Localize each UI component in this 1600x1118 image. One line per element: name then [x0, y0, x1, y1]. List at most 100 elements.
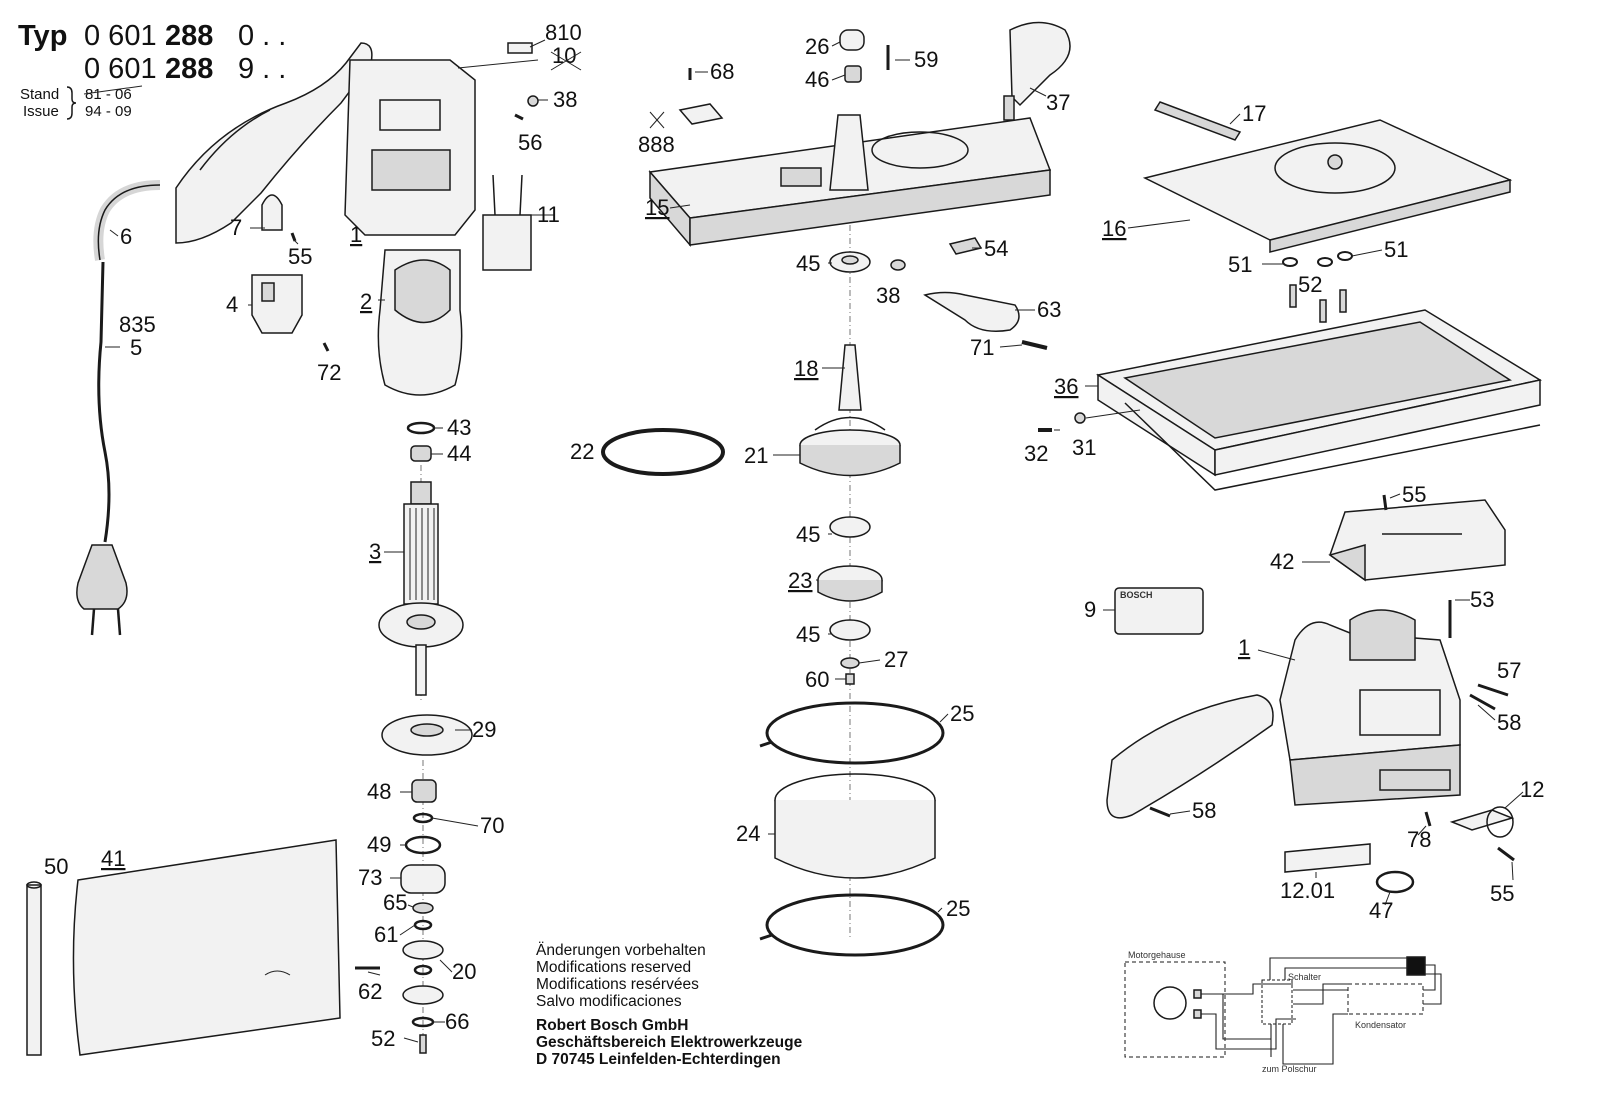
brace-symbol — [66, 86, 77, 120]
part-label: 45 — [796, 522, 820, 547]
superseded-mark — [550, 51, 582, 71]
sheet-41-mark — [264, 970, 291, 976]
washer-27 — [840, 657, 860, 669]
wiring-switch-label: Schalter — [1288, 972, 1321, 982]
plate-12-01 — [1284, 843, 1371, 873]
handle-ridge — [199, 109, 271, 171]
part-label: 835 — [119, 312, 156, 337]
part-label: 9 — [1084, 597, 1096, 622]
part-label: 44 — [447, 441, 471, 466]
issue-label: Issue — [23, 103, 59, 120]
part-label: 57 — [1497, 658, 1521, 683]
lever-63 — [923, 291, 1020, 332]
pad-plate-16 — [1142, 119, 1513, 241]
note-line-de: Änderungen vorbehalten — [536, 942, 706, 959]
capacitor-lead-1 — [492, 174, 496, 216]
part-label: 12.01 — [1280, 878, 1335, 903]
wiring-supply-label: zum Polschur — [1262, 1064, 1317, 1074]
knob-37-stem — [1003, 95, 1015, 121]
part-label: 10 — [552, 43, 576, 68]
brush-terminal-2 — [1193, 1009, 1202, 1019]
screw-58-right — [1469, 693, 1496, 711]
part-label: 54 — [984, 236, 1008, 261]
motor-housing-outline — [1124, 961, 1226, 1058]
part-label: 24 — [736, 821, 760, 846]
part-label: 27 — [884, 647, 908, 672]
type-number-2-suffix: 9 . . — [238, 53, 286, 85]
cap-26 — [839, 29, 865, 51]
part-label: 25 — [950, 701, 974, 726]
part-label: 51 — [1384, 237, 1408, 262]
ring-43 — [406, 421, 436, 435]
clamp-25-top-screw — [759, 740, 773, 748]
cable-clamp-7 — [261, 194, 283, 231]
part-48 — [411, 779, 437, 803]
part-label: 7 — [230, 215, 242, 240]
part-label: 47 — [1369, 898, 1393, 923]
type-number-1-suffix: 0 . . — [238, 20, 286, 52]
stator-core — [394, 259, 451, 324]
part-label: 55 — [288, 244, 312, 269]
part-label: 888 — [638, 132, 675, 157]
base-plate-front — [689, 169, 1051, 246]
part-label: 46 — [805, 67, 829, 92]
fitting-12-socket — [1486, 806, 1514, 838]
stand-strikethrough — [83, 85, 143, 95]
screw-52-a — [1289, 284, 1297, 308]
part-label: 43 — [447, 415, 471, 440]
part-label: 58 — [1497, 710, 1521, 735]
bearing-73 — [400, 864, 446, 894]
screw-55-small — [290, 232, 297, 242]
clamp-25-top — [765, 701, 945, 765]
part-label: 1 — [350, 222, 362, 247]
part-label: 4 — [226, 292, 238, 317]
part-label: 38 — [876, 283, 900, 308]
motor-housing — [344, 59, 476, 236]
part-label: 22 — [570, 439, 594, 464]
armature-core — [403, 503, 439, 605]
power-cord — [97, 261, 111, 543]
motor-column-drawings — [26, 42, 539, 1056]
armature-shaft — [415, 644, 427, 696]
part-label: 36 — [1054, 374, 1078, 399]
ring-47 — [1375, 870, 1415, 894]
part-label: 5 — [130, 335, 142, 360]
part-label: 2 — [360, 289, 372, 314]
housing-cavity — [379, 99, 441, 131]
lower-housing-1-window — [1359, 689, 1441, 736]
issue-value: 94 - 09 — [85, 103, 132, 120]
bearing-45-mid — [829, 516, 871, 538]
part-label: 1 — [1238, 635, 1250, 660]
bearing-45-top-bore — [841, 255, 859, 265]
armature-windings — [409, 508, 435, 600]
label-plate-9-text: BOSCH — [1120, 590, 1153, 600]
header-block: Typ 0 601 288 0 . . 0 601 288 9 . . Stan… — [18, 20, 286, 120]
pad-plate-16-ring — [1274, 142, 1396, 194]
part-label: 52 — [371, 1026, 395, 1051]
clamp-25-bottom-screw — [759, 933, 773, 941]
handle-half — [1106, 694, 1274, 819]
clip-31 — [1074, 412, 1086, 424]
wiring-motor-housing-label: Motorgehause — [1128, 950, 1186, 960]
sheet-41 — [72, 839, 341, 1056]
part-label: 20 — [452, 959, 476, 984]
notes-block: Änderungen vorbehalten Modifications res… — [536, 942, 803, 1068]
superseded-mark — [649, 111, 665, 129]
screw-57 — [1477, 683, 1509, 697]
sanding-pad-36-front — [1214, 379, 1541, 476]
part-label: 62 — [358, 979, 382, 1004]
knob-37 — [1009, 21, 1071, 107]
part-label: 65 — [383, 890, 407, 915]
sanding-pad-36-recess — [1123, 321, 1512, 439]
pad-plate-16-edge — [1269, 179, 1511, 253]
part-label: 25 — [946, 896, 970, 921]
rail-17 — [1153, 101, 1242, 141]
part-label: 18 — [794, 356, 818, 381]
washer-20 — [413, 964, 433, 976]
switch-slot — [261, 282, 275, 302]
part-label: 31 — [1072, 435, 1096, 460]
label-plate-9 — [1114, 587, 1204, 635]
type-number-2-prefix: 0 601 — [84, 53, 157, 85]
part-label: 16 — [1102, 216, 1126, 241]
